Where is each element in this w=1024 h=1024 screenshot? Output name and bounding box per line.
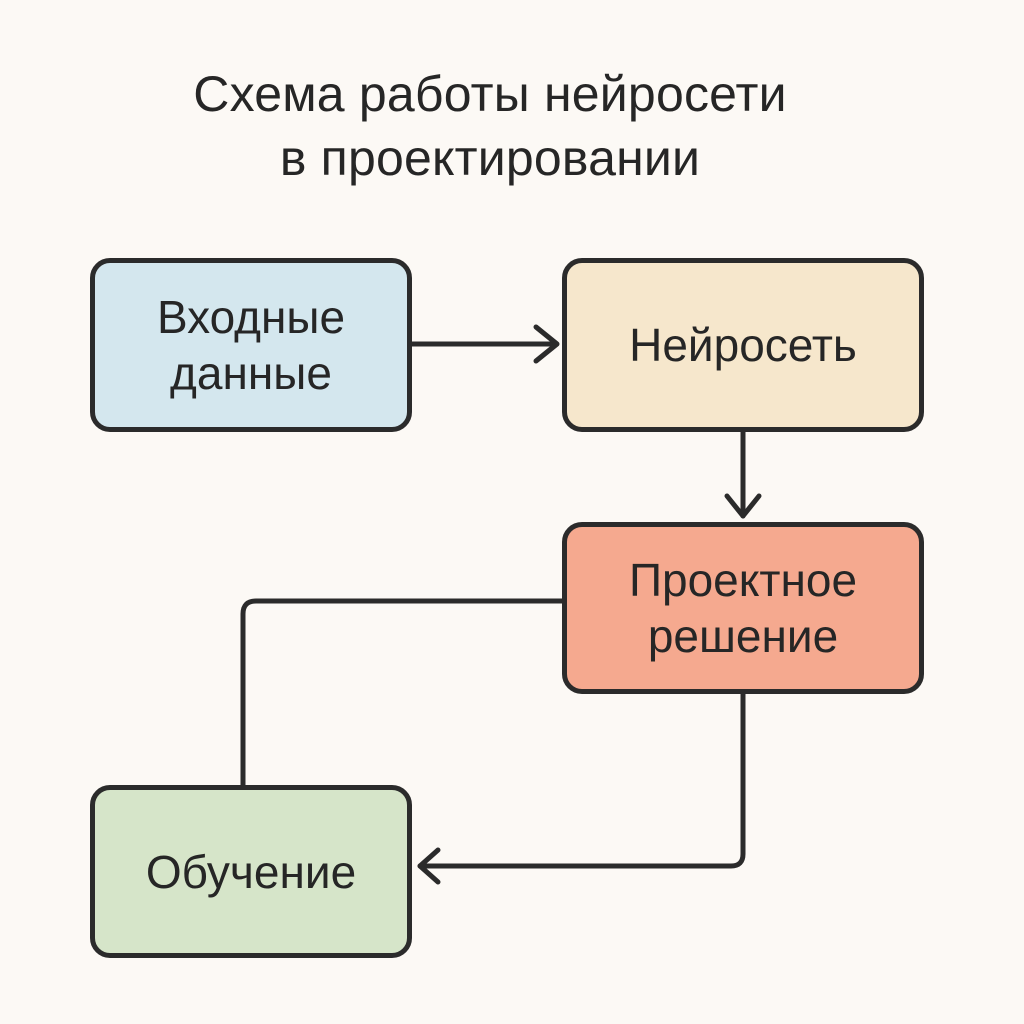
node-neural-network-label: Нейросеть xyxy=(629,319,857,371)
node-design-solution-line-1: Проектное xyxy=(628,554,858,606)
title-line-1: Схема работы нейросети xyxy=(193,66,787,122)
node-input-data-line-1: Входные xyxy=(156,291,346,343)
node-neural-network: Нейросеть xyxy=(562,258,924,432)
edge-training-to-solution xyxy=(240,598,565,788)
edge-neural-to-solution xyxy=(724,429,762,519)
edge-input-to-neural xyxy=(409,324,560,364)
node-design-solution-line-2: решение xyxy=(647,610,839,662)
node-input-data-line-2: данные xyxy=(170,347,332,399)
node-design-solution: Проектное решение xyxy=(562,522,924,694)
title-line-2: в проектировании xyxy=(279,130,701,186)
node-input-data: Входные данные xyxy=(90,258,412,432)
diagram-title: Схема работы нейросети в проектировании xyxy=(0,62,980,190)
node-training-label: Обучение xyxy=(145,845,357,898)
edge-solution-to-training xyxy=(417,691,746,885)
node-training: Обучение xyxy=(90,785,412,958)
